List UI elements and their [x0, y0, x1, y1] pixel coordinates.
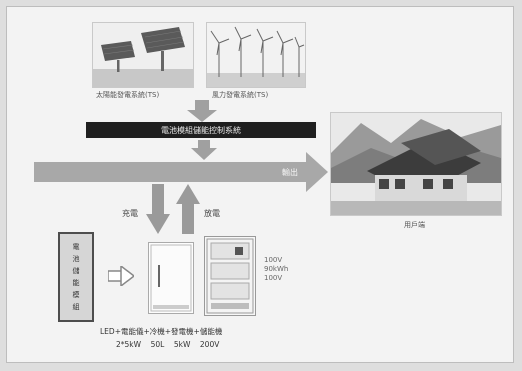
storage-char: 能 [72, 279, 80, 287]
equipment-list: LED+電能儀+冷機+發電機+儲能機 [100, 327, 223, 336]
main-arrow-label: 輸出 [282, 168, 298, 177]
right-arrow-icon [306, 152, 328, 192]
spec-line: 100V [264, 256, 283, 264]
storage-char: 組 [72, 303, 80, 311]
control-system-banner: 電池模組儲能控制系統 [86, 122, 316, 138]
banner-label: 電池模組儲能控制系統 [161, 125, 241, 135]
wind-caption: 風力發電系統(TS) [212, 91, 269, 99]
battery-cabinet-b [204, 236, 256, 316]
charge-arrow-icon [146, 184, 170, 234]
discharge-arrow-icon [176, 184, 200, 234]
solar-panel-photo [92, 22, 194, 88]
storage-char: 模 [72, 291, 80, 299]
battery-storage-module: 電 池 儲 能 模 組 [58, 232, 94, 322]
down-arrow-icon [191, 140, 217, 160]
house-caption: 用戶端 [404, 221, 425, 229]
right-arrow-icon [108, 266, 134, 286]
spec-line: 100V [264, 274, 283, 282]
solar-caption: 太陽能發電系統(TS) [96, 91, 160, 99]
cabinet-spec-list: 100V 90kWh 100V [264, 256, 288, 283]
discharge-label: 放電 [204, 209, 220, 218]
main-output-arrow [34, 162, 308, 182]
storage-char: 電 [72, 243, 80, 251]
down-arrow-icon [187, 100, 217, 122]
storage-char: 儲 [72, 267, 80, 275]
equipment-capacities: 2*5kW 50L 5kW 200V [116, 340, 220, 349]
house-photo [330, 112, 502, 216]
battery-cabinet-a [148, 242, 194, 314]
wind-turbine-photo [206, 22, 306, 88]
charge-label: 充電 [122, 209, 138, 218]
storage-char: 池 [72, 255, 80, 263]
spec-line: 90kWh [264, 265, 289, 273]
